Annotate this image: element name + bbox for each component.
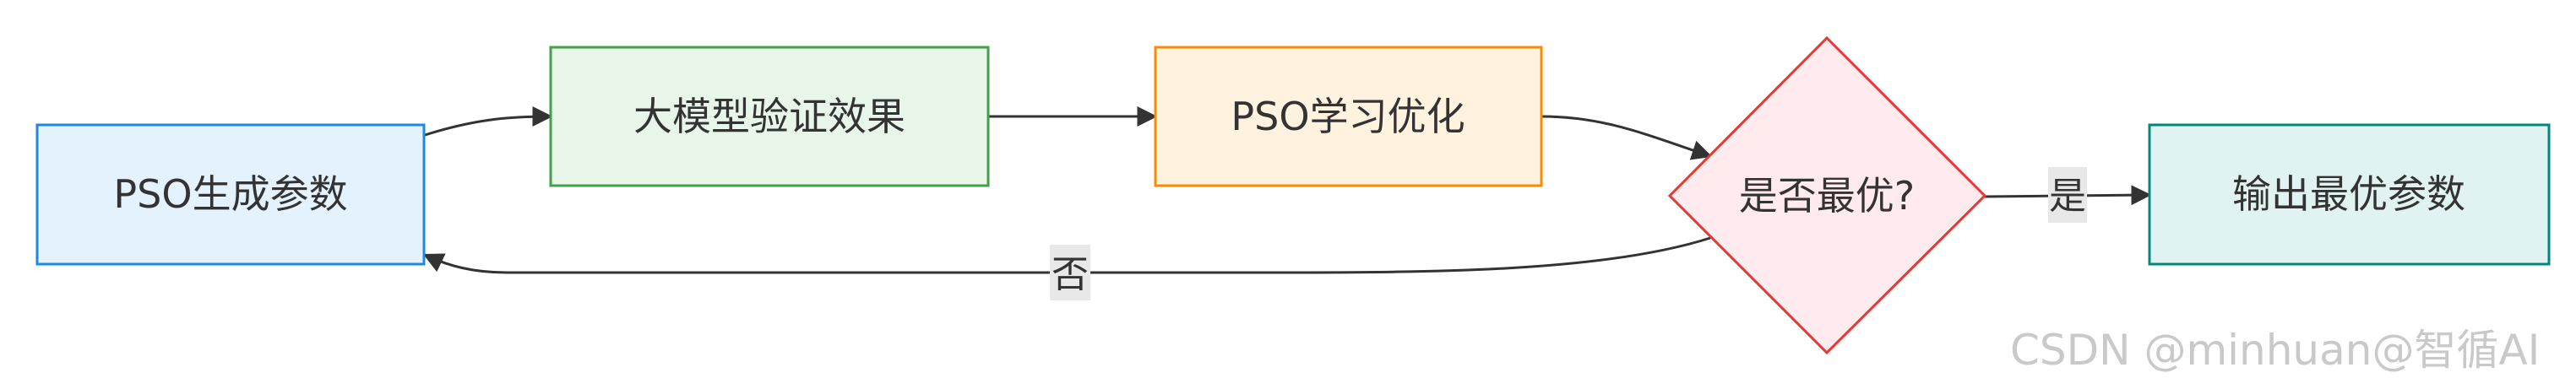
edge-generate-to-verify — [424, 106, 553, 137]
node-pso-generate[interactable]: PSO生成参数 — [35, 123, 426, 266]
node-output-params[interactable]: 输出最优参数 — [2148, 123, 2551, 266]
edge-decision-to-generate — [422, 236, 1711, 274]
edge-learn-to-decision — [1541, 115, 1713, 160]
node-pso-learn-box — [1154, 46, 1543, 187]
node-llm-verify-box — [549, 46, 990, 187]
node-pso-learn-label: PSO学习优化 — [1231, 94, 1465, 139]
node-is-optimal-diamond — [1667, 35, 1987, 355]
watermark-text: CSDN @minhuan@智循AI — [2010, 326, 2541, 375]
edge-label-no: 否 — [1050, 245, 1090, 300]
node-output-params-box — [2148, 123, 2551, 266]
node-pso-learn[interactable]: PSO学习优化 — [1154, 46, 1543, 187]
node-is-optimal-label: 是否最优? — [1739, 173, 1915, 219]
edge-label-no-text: 否 — [1052, 253, 1089, 296]
edge-label-yes-text: 是 — [2049, 175, 2086, 218]
node-pso-generate-label: PSO生成参数 — [113, 171, 347, 217]
node-llm-verify[interactable]: 大模型验证效果 — [549, 46, 990, 187]
edge-label-yes-bg — [2048, 167, 2087, 223]
node-llm-verify-label: 大模型验证效果 — [633, 94, 905, 139]
node-pso-generate-box — [35, 123, 426, 266]
node-output-params-label: 输出最优参数 — [2232, 171, 2465, 217]
node-is-optimal[interactable]: 是否最优? — [1667, 35, 1987, 355]
edge-label-yes: 是 — [2048, 167, 2087, 223]
edge-label-no-bg — [1050, 245, 1090, 300]
